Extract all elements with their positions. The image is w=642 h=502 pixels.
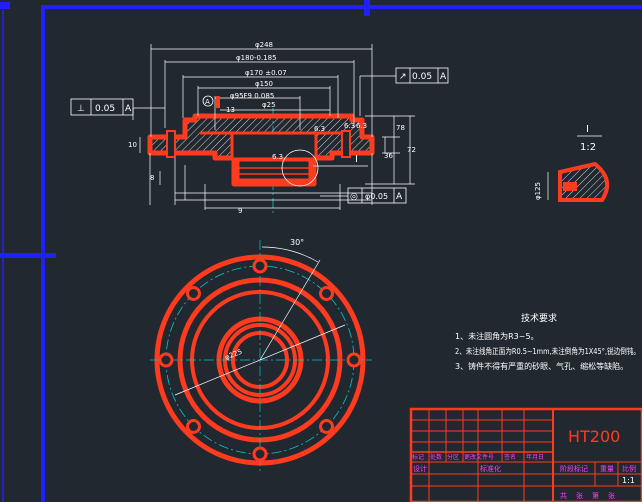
roughness-1: 6.3 [314, 125, 325, 133]
bolt-hole [346, 352, 362, 368]
frame-top-border [41, 5, 642, 9]
tb-stage: 阶段标记 [560, 464, 588, 473]
tol-top-datum: A [440, 72, 447, 82]
dim-h10: 10 [128, 141, 137, 149]
dim-len9: 9 [238, 207, 242, 215]
tb-header-1: 标记 [412, 453, 424, 461]
front-bolt-hole-left [166, 130, 176, 158]
dim-d150: φ150 [255, 80, 273, 88]
tolerance-frame-left[interactable]: ⊥ 0.05 A [70, 98, 134, 116]
tolerance-frame-bottom[interactable]: ◎ φ0.05 A [347, 187, 407, 204]
dim-h36: 36 [384, 152, 393, 160]
tb-header-4: 更改文件号 [464, 453, 494, 461]
dim-len13: 13 [226, 106, 235, 114]
detail-leader-label: I [355, 154, 358, 165]
datum-a-circle [202, 95, 214, 107]
dim-d248: φ248 [255, 41, 273, 49]
detail-groove [563, 182, 577, 191]
dim-d25: φ25 [262, 101, 276, 109]
grip-top-right[interactable] [364, 0, 370, 16]
note-2: 2、未注线角正面为R0.5~1mm,未注倒角为1X45°,锐边倒钝。 [455, 346, 640, 356]
tb-sheet-2: 张 [608, 491, 615, 500]
roughness-3: 6.3 [272, 153, 283, 161]
dim-d95: φ95F9 0.085 [230, 92, 274, 100]
tb-scale-label: 比例 [622, 464, 636, 473]
bolt-hole [186, 419, 201, 434]
tb-row-design: 设计 [413, 464, 427, 473]
tol-left-datum: A [125, 104, 132, 114]
tol-bottom-datum: A [396, 192, 403, 202]
bolt-hole [319, 286, 334, 301]
title-block-frame [409, 407, 642, 502]
roughness-4: 6.3 [344, 122, 355, 130]
dimension-lines [132, 44, 415, 210]
tb-header-5: 签名 [504, 453, 516, 461]
dim-h78: 78 [396, 124, 405, 132]
tb-scale: 1:1 [622, 476, 635, 485]
top-view: φ225 30° [150, 238, 372, 472]
tb-no: 第 [592, 491, 599, 500]
technical-requirements: 技术要求 1、未注圆角为R3~5。 2、未注线角正面为R0.5~1mm,未注倒角… [455, 312, 640, 371]
top-angle-arc [261, 246, 319, 263]
grip-left-mid[interactable] [0, 253, 56, 258]
detail-scale: 1:2 [580, 142, 596, 153]
front-bore-lower [236, 158, 312, 182]
tol-bottom-symbol: ◎ [350, 192, 358, 202]
roughness-2: 6.3 [356, 122, 367, 130]
datum-a-label: A [205, 98, 210, 106]
tb-header-6: 年月日 [526, 453, 544, 461]
bolt-hole [158, 352, 174, 368]
tb-row-standard: 标准化 [480, 464, 501, 473]
tb-total: 共 [560, 491, 567, 500]
tb-weight: 重量 [600, 465, 614, 473]
detail-view: I 1:2 φ125 [534, 124, 610, 202]
tol-left-symbol: ⊥ [77, 104, 85, 114]
detail-dim: φ125 [534, 182, 542, 200]
tb-sheet-1: 张 [576, 491, 583, 500]
title-block[interactable]: HT200 标记 处数 分区 更改文件号 签名 年月日 设计 标准化 阶段标记 … [409, 407, 642, 502]
front-view: I [70, 41, 449, 215]
notes-title: 技术要求 [521, 312, 557, 324]
dim-d180: φ180-0.185 [236, 54, 277, 62]
tb-header-2: 处数 [430, 453, 442, 461]
tolerance-frame-top[interactable]: ↗ 0.05 A [395, 67, 449, 84]
top-angle-ext [259, 259, 321, 361]
dim-h72: 72 [407, 146, 416, 154]
dim-h8: 8 [150, 174, 154, 182]
detail-label: I [586, 124, 589, 135]
datum-a-marker [216, 96, 220, 108]
tb-header-3: 分区 [447, 453, 459, 461]
note-3: 3、铸件不得有严重的砂眼、气孔、缩松等缺陷。 [455, 361, 628, 371]
tol-top-value: 0.05 [412, 72, 432, 82]
bolt-hole [186, 286, 201, 301]
front-bolt-hole-right [341, 130, 351, 158]
detail-marker-circle [281, 149, 319, 187]
top-bolt-holes [158, 258, 362, 462]
tol-left-value: 0.05 [95, 104, 115, 114]
bolt-hole [252, 258, 268, 274]
note-1: 1、未注圆角为R3~5。 [455, 331, 539, 341]
bolt-hole [319, 419, 334, 434]
dim-d170: φ170 ±0.07 [245, 69, 287, 77]
tol-top-symbol: ↗ [399, 72, 407, 82]
tb-material: HT200 [568, 427, 620, 446]
tol-bottom-value: φ0.05 [365, 192, 388, 201]
grip-top-left[interactable] [0, 2, 10, 9]
top-angle-label: 30° [290, 238, 304, 247]
bolt-hole [252, 446, 268, 462]
